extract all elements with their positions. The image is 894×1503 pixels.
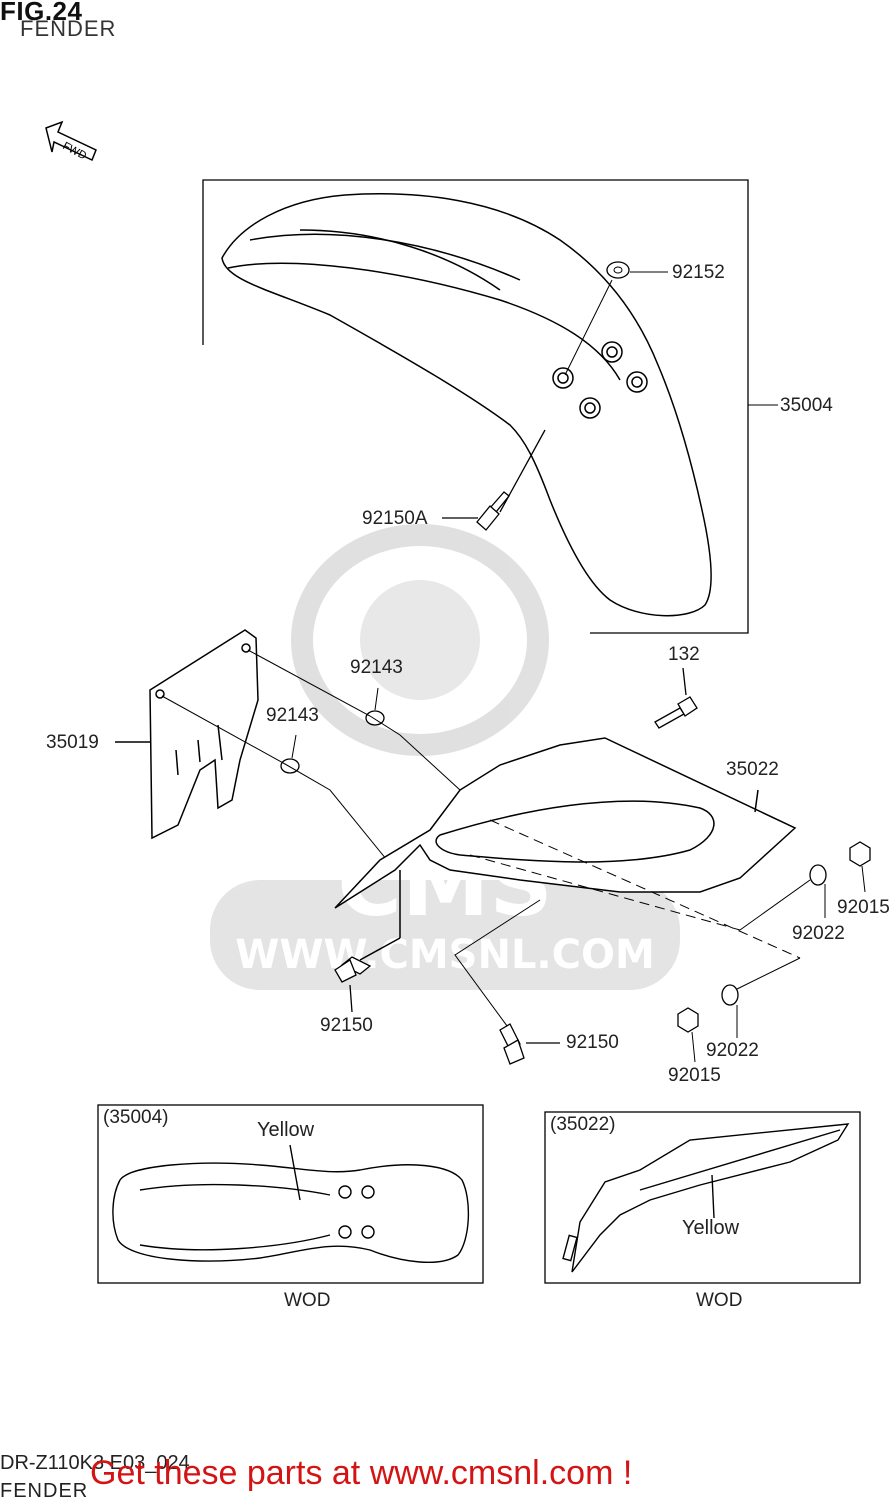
inset-color-35004: Yellow (257, 1119, 315, 1141)
figure-title: FENDER (20, 16, 117, 41)
inset-ref-35004: (35004) (103, 1107, 169, 1128)
callout-92015-a: 92015 (837, 897, 890, 918)
watermark-url: WWW.CMSNL.COM (235, 932, 655, 978)
inset-rear-fender (562, 1123, 850, 1273)
callout-92143-a: 92143 (350, 657, 403, 678)
fwd-arrow-icon: FWD (45, 120, 97, 162)
rear-fender-35022 (334, 737, 797, 961)
footer-code: DR-Z110K3 E03_024 (0, 1452, 190, 1474)
front-fender-group-box (202, 179, 749, 634)
inset-front-fender (112, 1144, 470, 1264)
promo-link[interactable]: Get these parts at www.cmsnl.com ! (90, 1454, 633, 1492)
washer-92022-b (721, 984, 739, 1006)
bolt-132 (654, 667, 698, 729)
washer-92152 (606, 261, 630, 279)
fwd-label: FWD (61, 140, 89, 162)
footer-title: FENDER (0, 1480, 89, 1502)
inset-color-35022: Yellow (682, 1217, 740, 1239)
callout-35022: 35022 (726, 759, 779, 780)
callout-92143-b: 92143 (266, 705, 319, 726)
inset-box-35004 (97, 1104, 484, 1284)
callout-92150-b: 92150 (566, 1032, 619, 1053)
callout-92152: 92152 (672, 262, 725, 283)
bolt-92150a (442, 429, 546, 531)
inset-ref-35022: (35022) (550, 1114, 616, 1135)
callout-92022-a: 92022 (792, 923, 845, 944)
front-fender-35004 (221, 193, 712, 617)
washer-92022-a (809, 864, 827, 886)
callout-35019: 35019 (46, 732, 99, 753)
bolt-92150-b (499, 1023, 560, 1065)
callout-92150-a: 92150 (320, 1015, 373, 1036)
callout-92150a: 92150A (362, 508, 428, 529)
callout-92022-b: 92022 (706, 1040, 759, 1061)
figure-number: FIG.24 (0, 0, 83, 26)
inset-caption-35004: WOD (284, 1290, 331, 1311)
inset-box-35022 (544, 1111, 861, 1284)
callout-92015-b: 92015 (668, 1065, 721, 1086)
inset-caption-35022: WOD (696, 1290, 743, 1311)
bolt-92150-a (334, 956, 372, 1013)
nut-92015-b (677, 1007, 699, 1033)
number-plate-35019 (115, 629, 259, 840)
callout-132: 132 (668, 644, 700, 665)
callout-35004: 35004 (780, 395, 833, 416)
nut-92015-a (849, 841, 871, 867)
